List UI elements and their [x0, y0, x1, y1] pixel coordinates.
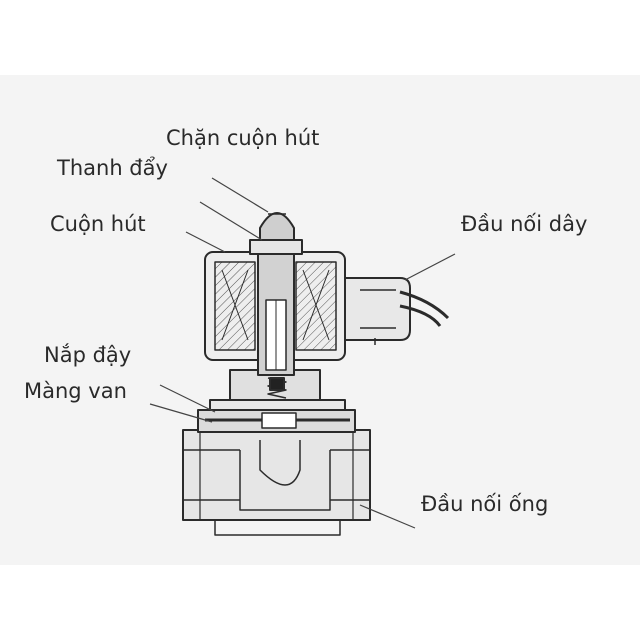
- label-mang-van: Màng van: [24, 379, 127, 403]
- pipe-body: [182, 429, 371, 521]
- leader-mang: [149, 403, 213, 423]
- label-chan-cuon-hut: Chặn cuộn hút: [166, 126, 320, 150]
- label-cuon-hut: Cuộn hút: [50, 212, 146, 236]
- leader-cuon: [185, 231, 226, 253]
- label-dau-noi-day: Đầu nối dây: [461, 212, 588, 236]
- label-dau-noi-ong: Đầu nối ống: [421, 492, 549, 516]
- leader-chan: [211, 177, 269, 213]
- wire-connector: [344, 277, 411, 341]
- leader-daunoiday: [404, 253, 456, 281]
- label-nap-day: Nắp đậy: [44, 343, 132, 367]
- stop-cap: [259, 212, 295, 241]
- leader-thanh: [199, 201, 263, 241]
- label-thanh-day: Thanh đẩy: [57, 156, 168, 180]
- leader-daunoiong: [359, 504, 416, 529]
- leader-nap: [159, 384, 216, 413]
